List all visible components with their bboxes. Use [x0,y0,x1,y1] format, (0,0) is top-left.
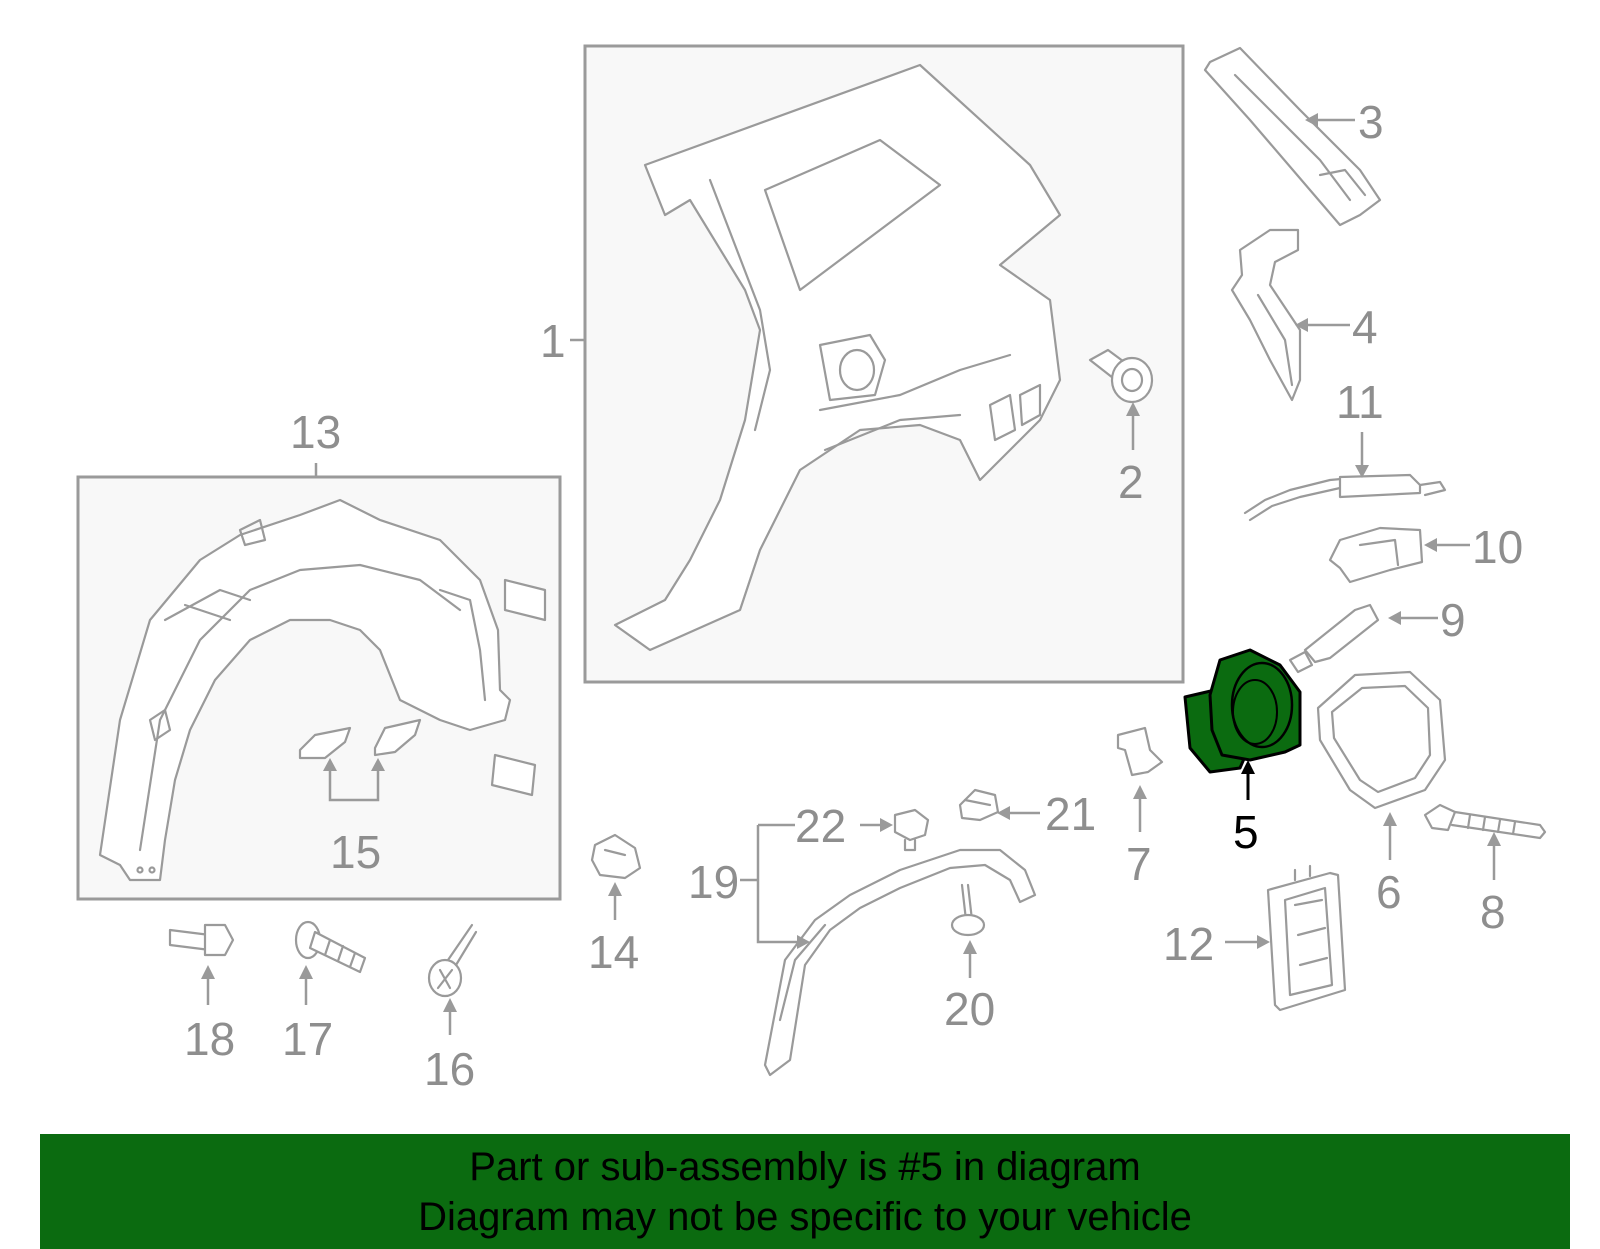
patch-part[interactable] [298,718,422,760]
callout-10: 10 [1472,521,1523,573]
callout-15: 15 [330,826,381,878]
callout-22: 22 [795,800,846,852]
fuel-door-base-part[interactable] [1266,864,1347,1012]
fuel-lid-part[interactable] [1316,670,1447,810]
flange-bolt-part[interactable] [168,923,235,957]
callout-6: 6 [1376,866,1402,918]
info-banner: Part or sub-assembly is #5 in diagram Di… [40,1134,1570,1249]
banner-line-1: Part or sub-assembly is #5 in diagram [469,1145,1141,1189]
long-bolt-part[interactable] [1423,803,1547,840]
callout-2: 2 [1118,456,1144,508]
callout-13: 13 [290,406,341,458]
callout-1: 1 [540,315,566,367]
callout-14: 14 [588,926,639,978]
parts-diagram: 1 2 3 4 11 10 [76,44,1547,1095]
banner-line-2: Diagram may not be specific to your vehi… [418,1195,1192,1239]
callout-7: 7 [1126,838,1152,890]
callout-18: 18 [184,1013,235,1065]
callout-19: 19 [688,856,739,908]
washer-bolt-part[interactable] [294,920,367,974]
callout-8: 8 [1480,886,1506,938]
callout-20: 20 [944,983,995,1035]
reinforcement-part[interactable] [1230,228,1302,402]
screw-part[interactable] [427,923,478,998]
quarter-panel-part[interactable] [613,63,1062,652]
callout-21: 21 [1045,788,1096,840]
callout-11: 11 [1336,376,1384,428]
fuel-filler-housing-part[interactable] [1183,648,1302,774]
lock-actuator-part[interactable] [1328,526,1424,584]
plug-part[interactable] [1088,348,1154,404]
callout-4: 4 [1352,301,1378,353]
inner-fender-liner-part[interactable] [98,498,547,882]
callout-12: 12 [1163,918,1214,970]
push-clip-part[interactable] [893,808,930,852]
callout-16: 16 [424,1043,475,1095]
callout-5: 5 [1233,806,1259,858]
spring-clip-part[interactable] [1116,726,1164,777]
callout-3: 3 [1358,96,1384,148]
retainer-clip-part[interactable] [590,833,642,880]
molding-clip-part[interactable] [958,788,1000,822]
arch-molding-part[interactable] [763,848,1037,1077]
callout-9: 9 [1440,594,1466,646]
callout-17: 17 [282,1013,333,1065]
pin-part[interactable] [1288,603,1380,674]
upper-bracket-part[interactable] [1203,46,1382,227]
release-cable-part[interactable] [1243,473,1447,522]
rivet-part[interactable] [950,883,986,937]
